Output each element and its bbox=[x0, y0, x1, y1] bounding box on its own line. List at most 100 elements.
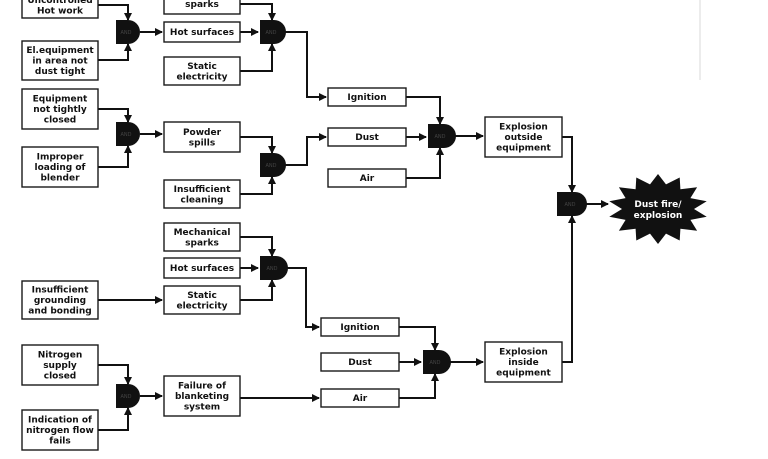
event-box-hot-surfaces-top: Hot surfaces bbox=[163, 21, 241, 43]
connector-arrow bbox=[562, 136, 576, 193]
event-label: Ignition bbox=[340, 323, 379, 333]
and-gate: AND bbox=[116, 20, 140, 44]
and-gate: AND bbox=[260, 256, 288, 280]
connector-arrow bbox=[240, 136, 276, 154]
event-label: Static bbox=[187, 291, 217, 301]
event-label: Ignition bbox=[347, 93, 386, 103]
connector-arrow bbox=[284, 31, 327, 101]
connector-arrow bbox=[240, 176, 276, 195]
event-box-dust-bottom: Dust bbox=[320, 352, 400, 372]
gate-label: AND bbox=[120, 394, 131, 400]
event-label: Uncontrolled bbox=[27, 0, 92, 6]
event-label: inside bbox=[508, 358, 538, 368]
event-label: supply bbox=[43, 361, 77, 371]
connector-arrow bbox=[562, 215, 576, 363]
event-label: Hot work bbox=[37, 6, 84, 16]
event-box-ignition-bottom: Ignition bbox=[320, 317, 400, 337]
event-label: Dust bbox=[355, 133, 379, 143]
and-gate: AND bbox=[260, 20, 286, 44]
event-box-ignition-top: Ignition bbox=[327, 87, 407, 107]
event-box-air-top: Air bbox=[327, 168, 407, 188]
event-label: dust tight bbox=[35, 67, 86, 77]
event-label: Air bbox=[353, 394, 368, 404]
event-label: Nitrogen bbox=[38, 351, 83, 361]
event-label: Equipment bbox=[33, 95, 88, 105]
gate-label: AND bbox=[564, 202, 575, 208]
event-box-air-bottom: Air bbox=[320, 388, 400, 408]
event-label: Hot surfaces bbox=[170, 28, 234, 38]
connector-arrow bbox=[399, 373, 439, 399]
event-label: grounding bbox=[34, 296, 86, 306]
event-label: Indication of bbox=[28, 416, 92, 426]
event-label: sparks bbox=[185, 0, 219, 10]
event-label: El.equipment bbox=[26, 46, 94, 56]
gate-label: AND bbox=[266, 266, 277, 272]
gate-label: AND bbox=[265, 30, 276, 36]
event-box-dust-top: Dust bbox=[327, 127, 407, 147]
event-label: sparks bbox=[185, 238, 219, 248]
event-label: fails bbox=[49, 437, 71, 447]
event-box-hot-surfaces-bottom: Hot surfaces bbox=[163, 257, 241, 279]
connector-arrow bbox=[98, 145, 132, 168]
connector-arrow bbox=[98, 43, 132, 61]
event-label: Powder bbox=[183, 128, 222, 138]
and-gate: AND bbox=[557, 192, 587, 216]
event-label: nitrogen flow bbox=[26, 426, 94, 436]
gate-label: AND bbox=[120, 132, 131, 138]
event-label: blender bbox=[40, 174, 80, 184]
event-label: spills bbox=[189, 138, 215, 148]
event-label: Explosion bbox=[499, 348, 548, 358]
event-label: not tightly bbox=[33, 105, 87, 115]
connector-arrow bbox=[98, 364, 132, 385]
event-label: Mechanical bbox=[174, 228, 231, 238]
and-gate: AND bbox=[116, 384, 140, 408]
event-label: Static bbox=[187, 62, 217, 72]
connector-arrow bbox=[98, 4, 132, 21]
and-gate: AND bbox=[116, 122, 140, 146]
connector-arrow bbox=[284, 133, 327, 166]
gate-label: AND bbox=[434, 134, 445, 140]
event-label: closed bbox=[44, 372, 77, 382]
event-label: Failure of bbox=[178, 382, 226, 392]
and-gate: AND bbox=[428, 124, 456, 148]
top-event-label: Dust fire/ bbox=[634, 200, 682, 210]
event-label: equipment bbox=[496, 144, 551, 154]
connector-arrow bbox=[240, 236, 276, 257]
connector-arrow bbox=[240, 279, 276, 301]
top-event-burst: Dust fire/explosion bbox=[609, 174, 707, 244]
event-label: blanketing bbox=[175, 392, 229, 402]
connector-arrow bbox=[284, 267, 320, 331]
event-label: electricity bbox=[176, 72, 227, 82]
event-label: Insufficient bbox=[32, 286, 89, 296]
connector-arrow bbox=[240, 43, 276, 72]
connector-arrow bbox=[399, 326, 439, 351]
connector-arrow bbox=[240, 3, 276, 21]
and-gate: AND bbox=[423, 350, 451, 374]
event-label: Dust bbox=[348, 358, 372, 368]
gate-label: AND bbox=[429, 360, 440, 366]
and-gate: AND bbox=[260, 153, 286, 177]
event-label: Improper bbox=[37, 153, 84, 163]
event-box-sparks-top: sparks bbox=[163, 0, 241, 15]
event-label: cleaning bbox=[181, 195, 224, 205]
event-label: loading of bbox=[35, 163, 86, 173]
gate-label: AND bbox=[120, 30, 131, 36]
event-label: in area not bbox=[32, 57, 88, 67]
event-label: Explosion bbox=[499, 123, 548, 133]
connector-arrow bbox=[406, 147, 444, 179]
